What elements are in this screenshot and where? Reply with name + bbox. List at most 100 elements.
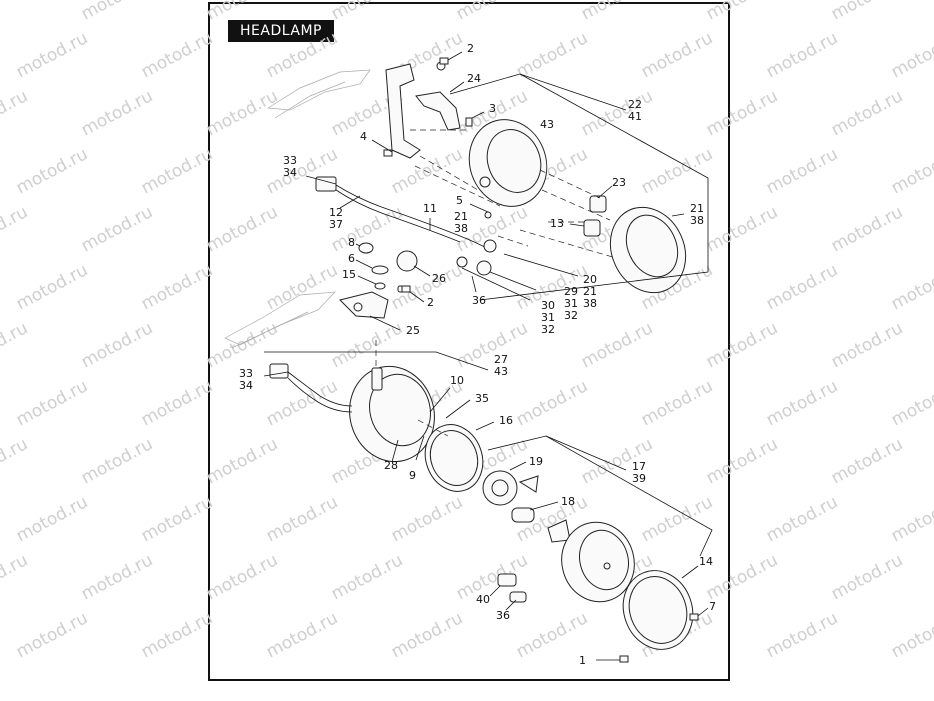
callout-number: 30 [541,299,555,312]
watermark-text: motod.ru [578,86,656,140]
watermark-text: motod.ru [888,260,934,314]
callout-number: 3 [489,102,496,115]
callout-number: 7 [709,600,716,613]
callout-number: 32 [564,309,578,322]
watermark-text: motod.ru [13,144,91,198]
callout-number: 31 [541,311,555,324]
watermark-text: motod.ru [13,376,91,430]
watermark-text: motod.ru [13,492,91,546]
callout-number: 32 [541,323,555,336]
watermark-text: motod.ru [578,318,656,372]
callout-c35: 35 [475,392,489,405]
watermark-text: motod.ru [513,376,591,430]
callout-c10: 10 [450,374,464,387]
watermark-text: motod.ru [203,318,281,372]
watermark-text: motod.ru [138,492,216,546]
callout-c7: 7 [709,600,716,613]
upper-lens-assembly [583,195,687,294]
lower-headlamp-housing [269,363,435,463]
position-lamp-parts [497,573,527,603]
watermark-text: motod.ru [78,550,156,604]
callout-c9: 9 [409,469,416,482]
watermark-text: motod.ru [888,492,934,546]
callout-c36b: 36 [496,609,510,622]
callout-c16: 16 [499,414,513,427]
watermark-text: motod.ru [263,260,341,314]
callout-c3: 3 [489,102,496,115]
trim-ring-gasket [424,424,484,492]
watermark-text: motod.ru [828,202,906,256]
callout-number: 43 [540,118,554,131]
watermark-text: motod.ru [13,260,91,314]
watermark-text: motod.ru [0,550,31,604]
callout-c15: 15 [342,268,356,281]
watermark-text: motod.ru [888,376,934,430]
callout-number: 34 [283,166,297,179]
watermark-text: motod.ru [138,608,216,662]
watermark-text: motod.ru [78,0,156,24]
watermark-text: motod.ru [888,608,934,662]
watermark-text: motod.ru [263,28,341,82]
main-headlamp-lens [561,521,635,603]
watermark-text: motod.ru [763,492,841,546]
callout-number: 15 [342,268,356,281]
callout-number: 40 [476,593,490,606]
watermark-text: motod.ru [78,318,156,372]
callout-c19: 19 [529,455,543,468]
watermark-text: motod.ru [828,86,906,140]
callout-c28: 28 [384,459,398,472]
watermark-text: motod.ru [0,434,31,488]
callout-number: 13 [550,217,564,230]
watermark-text: motod.ru [703,86,781,140]
group-bracket-lines [264,73,713,557]
watermark-text: motod.ru [763,260,841,314]
watermark-text: motod.ru [763,144,841,198]
watermark-text: motod.ru [138,144,216,198]
callout-number: 36 [472,294,486,307]
watermark-text: motod.ru [828,318,906,372]
watermark-text: motod.ru [13,608,91,662]
watermark-text: motod.ru [703,550,781,604]
diagram-frame [208,2,730,681]
watermark-text: motod.ru [138,260,216,314]
callout-number: 36 [496,609,510,622]
callout-number: 2 [467,42,474,55]
watermark-text: motod.ru [703,202,781,256]
callout-number: 27 [494,353,508,366]
callout-number: 11 [423,202,437,215]
watermark-text: motod.ru [513,28,591,82]
watermark-text: motod.ru [578,0,656,24]
callout-number: 38 [583,297,597,310]
callout-number: 20 [583,273,597,286]
watermark-text: motod.ru [78,202,156,256]
upper-headlamp-housing [468,119,548,207]
callout-c14: 14 [699,555,713,568]
callout-c11: 11 [423,202,437,215]
watermark-text: motod.ru [13,28,91,82]
handlebar-ghost-upper [266,69,371,119]
watermark-text: motod.ru [263,376,341,430]
small-hardware-group [358,242,418,293]
callout-number: 17 [632,460,646,473]
watermark-text: motod.ru [203,202,281,256]
watermark-text: motod.ru [763,608,841,662]
callout-number: 38 [690,214,704,227]
watermark-text: motod.ru [328,0,406,24]
watermark-text: motod.ru [763,376,841,430]
callout-number: 33 [283,154,297,167]
callout-number: 41 [628,110,642,123]
callout-number: 10 [450,374,464,387]
callout-number: 22 [628,98,642,111]
watermark-text: motod.ru [0,318,31,372]
callout-c8: 8 [348,236,355,249]
outer-trim-ring [622,570,694,650]
callout-c1: 1 [579,654,586,667]
